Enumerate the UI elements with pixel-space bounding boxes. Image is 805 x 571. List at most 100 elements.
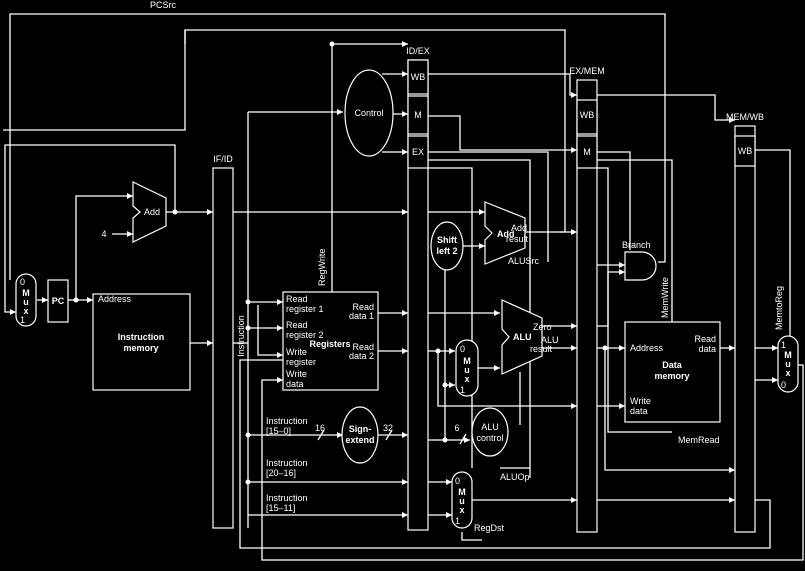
- svg-text:ID/EX: ID/EX: [406, 46, 430, 56]
- svg-text:[20–16]: [20–16]: [266, 468, 296, 478]
- svg-text:1: 1: [20, 315, 25, 325]
- svg-text:memory: memory: [654, 371, 689, 381]
- control-signal-labels: PCSrc RegWrite Branch MemWrite MemtoReg …: [150, 0, 784, 533]
- svg-text:register: register: [286, 357, 316, 367]
- svg-text:EX/MEM: EX/MEM: [569, 66, 605, 76]
- if-id-register: IF/ID: [212, 154, 234, 529]
- svg-text:RegDst: RegDst: [474, 523, 505, 533]
- svg-text:MemRead: MemRead: [678, 435, 720, 445]
- svg-text:x: x: [464, 374, 469, 384]
- svg-text:Read: Read: [286, 294, 308, 304]
- svg-text:Control: Control: [354, 108, 383, 118]
- svg-text:control: control: [476, 433, 503, 443]
- svg-text:x: x: [785, 368, 790, 378]
- svg-text:Address: Address: [630, 343, 664, 353]
- instruction-fields: Instruction [15–0] Instruction [20–16] I…: [266, 416, 308, 513]
- svg-text:WB: WB: [411, 72, 426, 82]
- pc-register: PC: [47, 279, 69, 323]
- svg-text:u: u: [459, 496, 465, 506]
- svg-text:M: M: [22, 288, 30, 298]
- instruction-memory: Address Instruction memory Instruction: [92, 293, 246, 391]
- svg-text:ALUOp: ALUOp: [500, 472, 530, 482]
- svg-text:Zero: Zero: [533, 322, 552, 332]
- svg-text:[15–0]: [15–0]: [266, 426, 291, 436]
- svg-text:EX: EX: [412, 147, 424, 157]
- register-file: Read register 1 Read register 2 Write re…: [282, 291, 379, 391]
- svg-text:M: M: [414, 110, 422, 120]
- svg-text:PCSrc: PCSrc: [150, 0, 177, 10]
- svg-text:Write: Write: [630, 396, 651, 406]
- alu-mux: 0 M u x 1: [455, 339, 479, 397]
- svg-text:ALUSrc: ALUSrc: [508, 256, 540, 266]
- svg-text:0: 0: [781, 380, 786, 390]
- writeback-data: [261, 364, 804, 561]
- svg-text:Sign-: Sign-: [349, 424, 372, 434]
- ex-mem-register: EX/MEM WB M: [569, 66, 605, 533]
- svg-text:ALU: ALU: [513, 332, 532, 342]
- svg-text:left 2: left 2: [436, 246, 457, 256]
- svg-text:Branch: Branch: [622, 240, 651, 250]
- svg-text:Write: Write: [286, 347, 307, 357]
- pcsrc-line: [9, 13, 666, 280]
- arrowheads: [10, 41, 778, 518]
- alu-control: ALU control 6: [454, 407, 509, 457]
- sign-extend: Sign- extend 16 32: [315, 406, 393, 464]
- svg-text:1: 1: [455, 516, 460, 526]
- svg-text:u: u: [464, 365, 470, 375]
- svg-text:extend: extend: [345, 435, 374, 445]
- junction-dots: [73, 41, 608, 485]
- svg-text:Instruction: Instruction: [266, 493, 308, 503]
- svg-text:6: 6: [454, 423, 459, 433]
- svg-text:result: result: [530, 344, 553, 354]
- svg-text:data 2: data 2: [349, 351, 374, 361]
- svg-text:u: u: [23, 297, 29, 307]
- svg-text:memory: memory: [123, 343, 158, 353]
- svg-text:WB: WB: [738, 146, 753, 156]
- svg-text:data: data: [698, 344, 716, 354]
- svg-text:0: 0: [460, 344, 465, 354]
- svg-text:M: M: [583, 147, 591, 157]
- wires: [3, 13, 804, 561]
- id-ex-register: ID/EX WB M EX: [406, 46, 430, 531]
- svg-text:1: 1: [781, 340, 786, 350]
- svg-text:16: 16: [315, 423, 325, 433]
- svg-text:Instruction: Instruction: [236, 315, 246, 357]
- svg-text:MemWrite: MemWrite: [660, 277, 670, 318]
- svg-text:data: data: [630, 406, 648, 416]
- svg-text:Shift: Shift: [437, 235, 457, 245]
- writeback-reg: [239, 359, 771, 549]
- svg-text:M: M: [784, 350, 792, 360]
- svg-text:M: M: [463, 356, 471, 366]
- svg-text:WB: WB: [580, 110, 595, 120]
- svg-text:result: result: [506, 234, 529, 244]
- svg-text:Read: Read: [352, 302, 374, 312]
- svg-text:Instruction: Instruction: [266, 416, 308, 426]
- svg-text:x: x: [459, 505, 464, 515]
- svg-text:Read: Read: [694, 334, 716, 344]
- svg-text:Read: Read: [352, 342, 374, 352]
- svg-text:register 2: register 2: [286, 330, 324, 340]
- svg-text:Add: Add: [144, 207, 160, 217]
- branch-adder: Add Add result: [484, 201, 529, 265]
- svg-text:Instruction: Instruction: [118, 332, 165, 342]
- svg-text:Instruction: Instruction: [266, 458, 308, 468]
- regdst-mux: 0 M u x 1: [451, 471, 473, 529]
- pc-plus4-feedback: [4, 144, 176, 313]
- svg-text:MemtoReg: MemtoReg: [774, 286, 784, 330]
- svg-text:Data: Data: [662, 360, 683, 370]
- svg-text:PC: PC: [52, 296, 65, 306]
- svg-text:register 1: register 1: [286, 304, 324, 314]
- svg-text:RegWrite: RegWrite: [317, 249, 327, 286]
- svg-text:0: 0: [20, 277, 25, 287]
- svg-text:IF/ID: IF/ID: [213, 154, 233, 164]
- svg-text:0: 0: [455, 476, 460, 486]
- pc-adder: Add 4: [101, 181, 167, 243]
- svg-text:MEM/WB: MEM/WB: [726, 112, 764, 122]
- svg-text:x: x: [23, 306, 28, 316]
- svg-text:Add: Add: [511, 223, 527, 233]
- svg-text:Read: Read: [286, 320, 308, 330]
- svg-text:Registers: Registers: [309, 339, 350, 349]
- svg-text:32: 32: [383, 423, 393, 433]
